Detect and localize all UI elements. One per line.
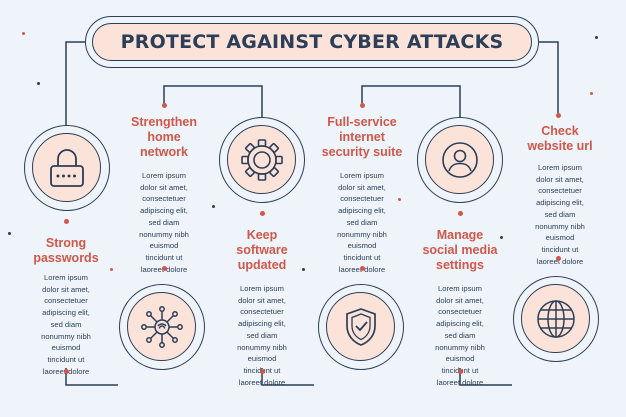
- gear-icon: [240, 138, 283, 181]
- step-6-circle-inner: [521, 284, 590, 353]
- step-4-circle: [318, 284, 404, 370]
- step-5-dot: [457, 211, 463, 216]
- step-2-heading: Strengthen home network: [131, 115, 197, 159]
- step-5-heading: Manage social media settings: [422, 228, 498, 272]
- user-profile-icon: [441, 141, 478, 178]
- step-3-body: Lorem ipsum dolor sit amet, consectetuer…: [237, 284, 287, 387]
- step-4-dot: [359, 103, 365, 108]
- step-2-circle-inner: [127, 292, 196, 361]
- page-title: PROTECT AGAINST CYBER ATTACKS: [120, 31, 504, 53]
- step-2-bottom-dot: [161, 266, 167, 271]
- step-2-dot: [161, 103, 167, 108]
- title-banner: PROTECT AGAINST CYBER ATTACKS: [85, 16, 539, 68]
- step-4-circle-inner: [326, 292, 395, 361]
- step-5-circle: [417, 117, 503, 203]
- step-1-heading: Strong passwords: [33, 236, 99, 265]
- step-6-bottom-dot: [555, 256, 561, 261]
- decor-dot: [398, 198, 401, 201]
- title-banner-inner: PROTECT AGAINST CYBER ATTACKS: [92, 23, 532, 61]
- step-6-dot: [555, 113, 561, 118]
- globe-icon: [536, 299, 575, 338]
- decor-dot: [500, 236, 503, 239]
- step-1-circle: [24, 125, 110, 211]
- step-3-circle: [219, 117, 305, 203]
- decor-dot: [110, 268, 113, 271]
- step-2-circle: [119, 284, 205, 370]
- decor-dot: [590, 92, 593, 95]
- step-1-circle-inner: [32, 133, 101, 202]
- decor-dot: [37, 82, 40, 85]
- step-6-body: Lorem ipsum dolor sit amet, consectetuer…: [535, 163, 585, 266]
- step-5-bottom-dot: [457, 369, 463, 374]
- step-1-bottom-dot: [63, 369, 69, 374]
- step-6-circle: [513, 276, 599, 362]
- step-3-dot: [259, 211, 265, 216]
- step-1-body: Lorem ipsum dolor sit amet, consectetuer…: [41, 273, 91, 376]
- step-4-heading: Full-service internet security suite: [321, 115, 403, 159]
- decor-dot: [8, 232, 11, 235]
- shield-check-icon: [345, 307, 376, 346]
- lock-icon: [49, 148, 84, 187]
- step-4-body: Lorem ipsum dolor sit amet, consectetuer…: [337, 171, 387, 274]
- step-3-bottom-dot: [259, 369, 265, 374]
- decor-dot: [22, 32, 25, 35]
- step-3-heading: Keep software updated: [236, 228, 288, 272]
- step-5-body: Lorem ipsum dolor sit amet, consectetuer…: [435, 284, 485, 387]
- decor-dot: [302, 268, 305, 271]
- step-3-circle-inner: [227, 125, 296, 194]
- step-2-body: Lorem ipsum dolor sit amet, consectetuer…: [139, 171, 189, 274]
- step-1-dot: [63, 219, 69, 224]
- decor-dot: [212, 205, 215, 208]
- decor-dot: [595, 36, 598, 39]
- network-icon: [140, 305, 183, 348]
- step-6-heading: Check website url: [527, 124, 593, 153]
- step-4-bottom-dot: [359, 266, 365, 271]
- step-5-circle-inner: [425, 125, 494, 194]
